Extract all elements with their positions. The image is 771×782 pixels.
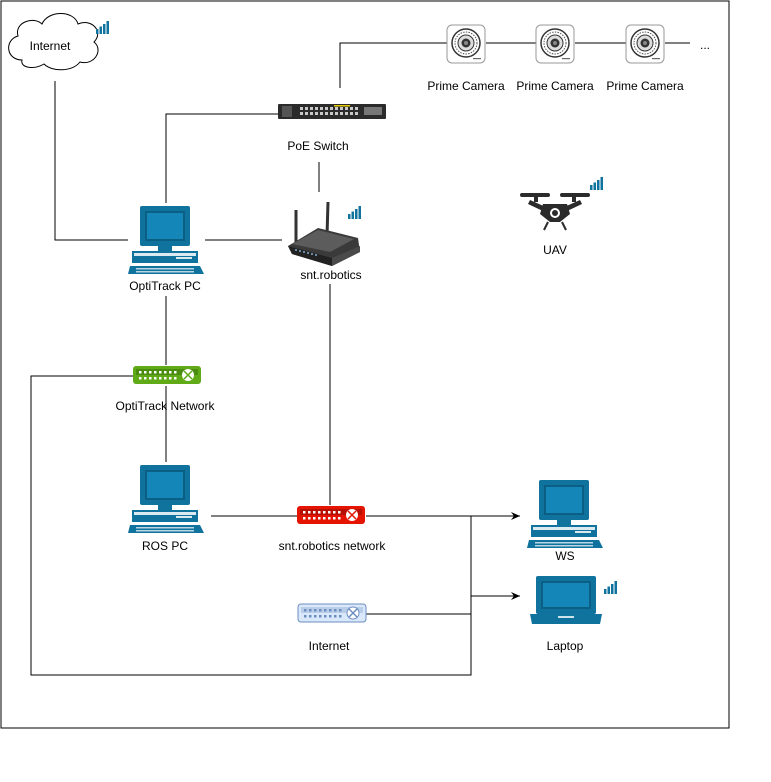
link-poe-optitrack xyxy=(165,113,278,203)
prime-camera-1-label: Prime Camera xyxy=(427,79,505,93)
snt-network-label: snt.robotics network xyxy=(278,539,386,553)
laptop-icon[interactable] xyxy=(530,576,602,624)
ros-pc-label: ROS PC xyxy=(141,539,189,553)
ros-pc-icon[interactable] xyxy=(128,465,204,533)
camera-more-label: ... xyxy=(699,38,711,52)
router-signal-icon xyxy=(348,206,361,219)
router-label: snt.robotics xyxy=(300,268,362,282)
internet-switch-label: Internet xyxy=(308,639,350,653)
prime-camera-2-icon[interactable] xyxy=(535,24,575,64)
internet-switch-icon[interactable] xyxy=(297,603,367,623)
laptop-signal-icon xyxy=(604,581,617,594)
snt-network-switch-icon[interactable] xyxy=(297,506,365,524)
prime-camera-1-icon[interactable] xyxy=(446,24,486,64)
optitrack-network-label: OptiTrack Network xyxy=(115,399,215,413)
ws-label: WS xyxy=(555,549,575,563)
internet-cloud-label: Internet xyxy=(29,39,71,53)
prime-camera-3-icon[interactable] xyxy=(625,24,665,64)
link-poe-camera1 xyxy=(339,42,447,88)
internet-signal-icon xyxy=(96,21,109,34)
internet-cloud[interactable] xyxy=(8,13,99,71)
link-optitrack-network-loop xyxy=(30,375,472,676)
poe-switch-icon[interactable] xyxy=(278,104,386,119)
prime-camera-2-label: Prime Camera xyxy=(516,79,594,93)
uav-label: UAV xyxy=(543,243,567,257)
laptop-label: Laptop xyxy=(546,639,584,653)
ws-icon[interactable] xyxy=(527,480,603,548)
cloud-shape xyxy=(8,13,99,71)
prime-camera-3-label: Prime Camera xyxy=(606,79,684,93)
uav-drone-icon[interactable] xyxy=(520,193,590,231)
diagram-frame xyxy=(0,0,730,729)
uav-signal-icon xyxy=(590,177,603,190)
link-internet-optitrack xyxy=(54,81,128,241)
optitrack-pc-icon[interactable] xyxy=(128,206,204,274)
optitrack-network-switch-icon[interactable] xyxy=(133,366,201,384)
poe-switch-label: PoE Switch xyxy=(287,139,349,153)
optitrack-pc-label: OptiTrack PC xyxy=(129,279,201,293)
connections xyxy=(30,42,690,676)
wireless-router-icon[interactable] xyxy=(288,201,360,266)
